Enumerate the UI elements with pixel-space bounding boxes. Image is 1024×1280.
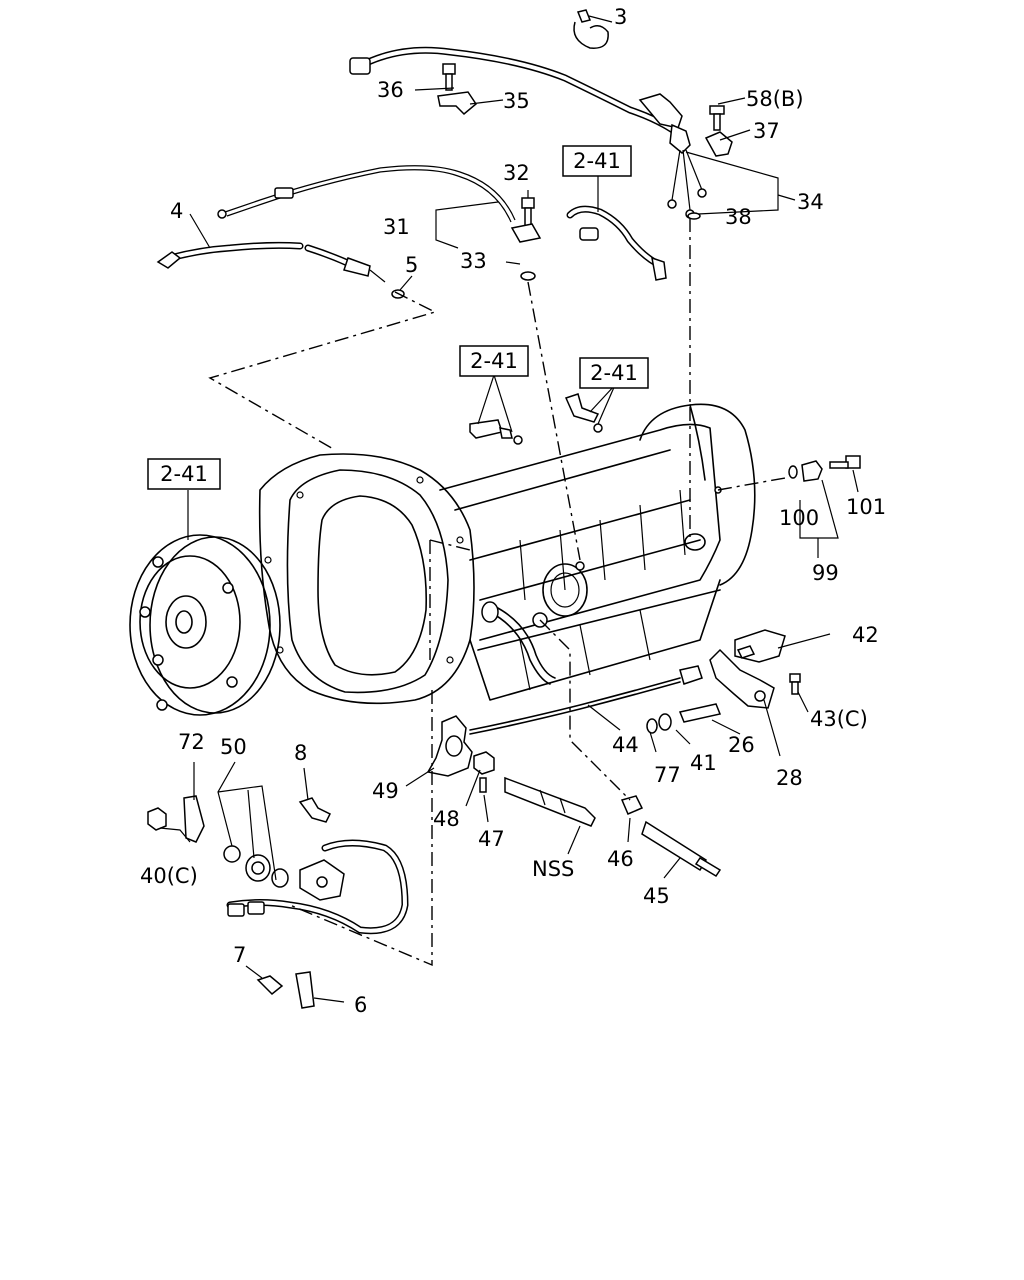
part-label-nss: NSS (532, 857, 574, 881)
reference-label: 2-41 (160, 462, 208, 486)
part-label-33: 33 (460, 249, 487, 273)
part-label-32: 32 (503, 161, 530, 185)
part-label-3: 3 (614, 5, 627, 29)
part-label-31: 31 (383, 215, 410, 239)
speed-sensor-harness (147, 795, 409, 1009)
part-label-38: 38 (725, 205, 752, 229)
part-label-45: 45 (643, 884, 670, 908)
reference-label: 2-41 (573, 149, 621, 173)
part-label-26: 26 (728, 733, 755, 757)
part-label-43c: 43(C) (810, 707, 868, 731)
torque-converter (129, 534, 281, 716)
part-label-5: 5 (405, 253, 418, 277)
part-label-72: 72 (178, 730, 205, 754)
part-labels: 3 36 35 58(B) 37 34 38 32 31 33 4 5 101 … (140, 5, 886, 1017)
cable-assembly (156, 165, 542, 299)
part-label-77: 77 (654, 763, 681, 787)
part-label-100: 100 (779, 506, 819, 530)
reference-box-3: 2-41 (579, 357, 649, 389)
vent-hose (566, 205, 667, 281)
reference-box-2: 2-41 (459, 345, 529, 377)
part-label-48: 48 (433, 807, 460, 831)
part-label-99: 99 (812, 561, 839, 585)
part-label-46: 46 (607, 847, 634, 871)
part-label-36: 36 (377, 78, 404, 102)
part-label-8: 8 (294, 741, 307, 765)
part-label-50: 50 (220, 735, 247, 759)
harness-top (349, 9, 733, 220)
reference-box-4: 2-41 (147, 458, 221, 490)
selector-parts (426, 715, 722, 878)
sensor-parts (469, 393, 861, 482)
part-label-34: 34 (797, 190, 824, 214)
shift-linkage (469, 629, 801, 735)
part-label-7: 7 (233, 943, 246, 967)
part-label-47: 47 (478, 827, 505, 851)
part-label-44: 44 (612, 733, 639, 757)
transmission-case (258, 403, 756, 705)
part-label-58b: 58(B) (746, 87, 804, 111)
part-label-35: 35 (503, 89, 530, 113)
part-label-4: 4 (170, 199, 183, 223)
leader-lines (159, 15, 859, 1003)
reference-label: 2-41 (470, 349, 518, 373)
part-label-49: 49 (372, 779, 399, 803)
reference-label: 2-41 (590, 361, 638, 385)
part-label-101: 101 (846, 495, 886, 519)
part-label-40c: 40(C) (140, 864, 198, 888)
part-label-42: 42 (852, 623, 879, 647)
reference-box-1: 2-41 (562, 145, 632, 177)
part-label-6: 6 (354, 993, 367, 1017)
part-label-37: 37 (753, 119, 780, 143)
part-label-28: 28 (776, 766, 803, 790)
part-label-41: 41 (690, 751, 717, 775)
